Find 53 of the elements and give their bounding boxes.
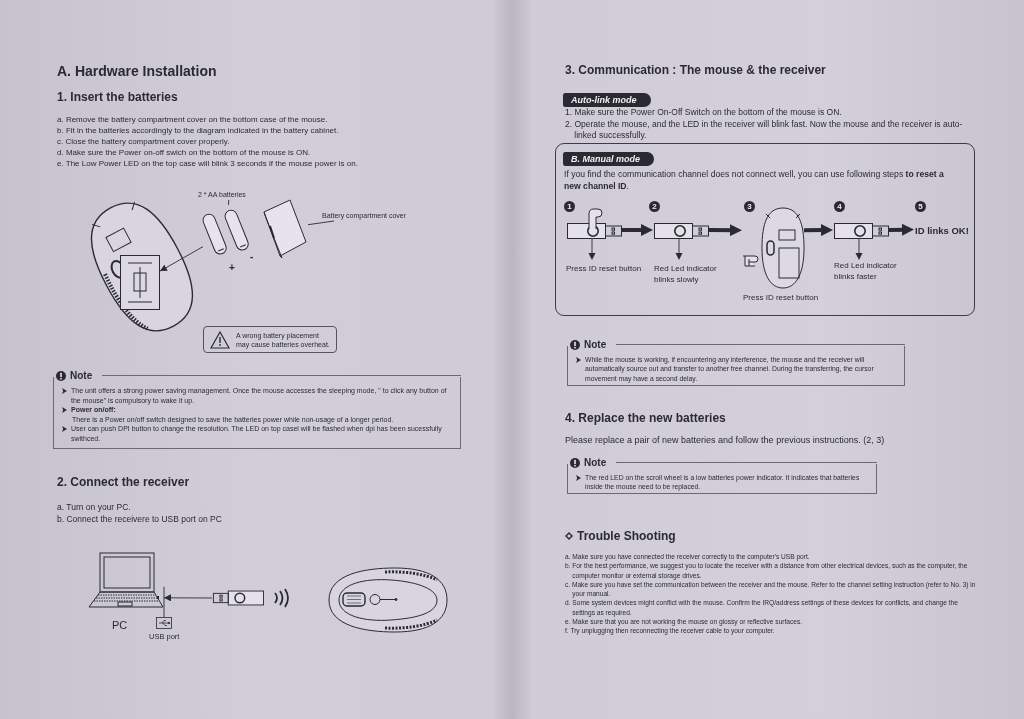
- step-number: 1: [564, 201, 575, 212]
- usb-port-icon: [156, 617, 172, 629]
- note-heading: Note: [584, 339, 607, 350]
- step-number: 2: [649, 201, 660, 212]
- section-heading: 4. Replace the new batteries: [565, 411, 726, 425]
- polarity-sign: -: [250, 252, 254, 262]
- arrow: [709, 224, 742, 237]
- section-heading: 1. Insert the batteries: [57, 90, 178, 104]
- step-caption: Red Led indicator blinks slowly: [654, 263, 718, 285]
- arrow: [622, 224, 653, 236]
- mouse-underside-drawing: [743, 206, 805, 290]
- instruction-text: c. Close the battery compartment cover properly.: [57, 136, 231, 147]
- instruction-text: d. Make sure the Power on-off swich on the bottom of the mouse is ON.: [57, 147, 312, 158]
- step-number: 3: [744, 201, 755, 212]
- arrow: [888, 223, 914, 236]
- instruction-text: 1. Make sure the Power On-Off Switch on the bottom of the mouse is ON.: [565, 107, 843, 119]
- step-number: 4: [834, 201, 845, 212]
- manual-mode-panel: [555, 143, 975, 316]
- leader-line: [228, 199, 230, 206]
- instruction-text: a. Turn on your PC.: [57, 501, 132, 513]
- leader-line: [163, 586, 165, 618]
- instruction-text: a. Remove the battery compartment cover on the bottom case of the mouse.: [57, 114, 329, 125]
- warning-box: [203, 326, 337, 353]
- usb-receiver-drawing: [654, 223, 710, 239]
- section-heading: 3. Communication : The mouse & the receiver: [565, 63, 826, 77]
- section-heading: Trouble Shooting: [577, 529, 676, 543]
- step-caption: Press ID reset button: [566, 263, 643, 274]
- instruction-text: e. The Low Power LED on the top case will blink 3 seconds if the mouse power is on.: [57, 158, 359, 169]
- receiver-press-drawing: [567, 208, 623, 239]
- step-caption: Red Led indicator blinks faster: [834, 260, 898, 282]
- laptop-drawing: [88, 552, 164, 610]
- device-label: PC: [112, 619, 128, 631]
- instruction-text: b. Fit in the batteries accordingly to the diagram indicated in the battery cabinet.: [57, 125, 340, 136]
- usb-receiver-drawing: [834, 223, 890, 239]
- usb-receiver-drawing: [212, 589, 264, 607]
- section-heading: 2. Connect the receiver: [57, 475, 190, 489]
- mode-tag: Auto-link mode: [563, 93, 651, 107]
- mode-tag: B. Manual mode: [563, 152, 654, 166]
- step-caption: Press ID reset button: [743, 292, 820, 303]
- section-heading: A. Hardware Installation: [57, 63, 217, 79]
- note-heading: Note: [584, 457, 607, 468]
- instruction-text: Please replace a pair of new batteries and follow the previous instructions. (2, 3): [565, 434, 886, 446]
- instruction-text: b. Connect the receivere to USB port on PC: [57, 513, 223, 525]
- instruction-text: 2. Operate the mouse, and the LED in the receiver will blink fast. Now the mouse and the receiver is auto-linked successfully.: [565, 118, 964, 142]
- polarity-sign: +: [229, 263, 235, 273]
- status-text: ID links OK!: [915, 223, 973, 238]
- step-number: 5: [915, 201, 926, 212]
- leader-line: [307, 220, 335, 226]
- arrow: [804, 224, 833, 237]
- battery-compartment: [120, 255, 160, 310]
- instruction-text: If you find the communication channel does not connect well, you can use following steps to reset a new channel ID.: [564, 169, 945, 192]
- note-heading: Note: [70, 370, 93, 381]
- battery-cover-drawing: [262, 198, 308, 258]
